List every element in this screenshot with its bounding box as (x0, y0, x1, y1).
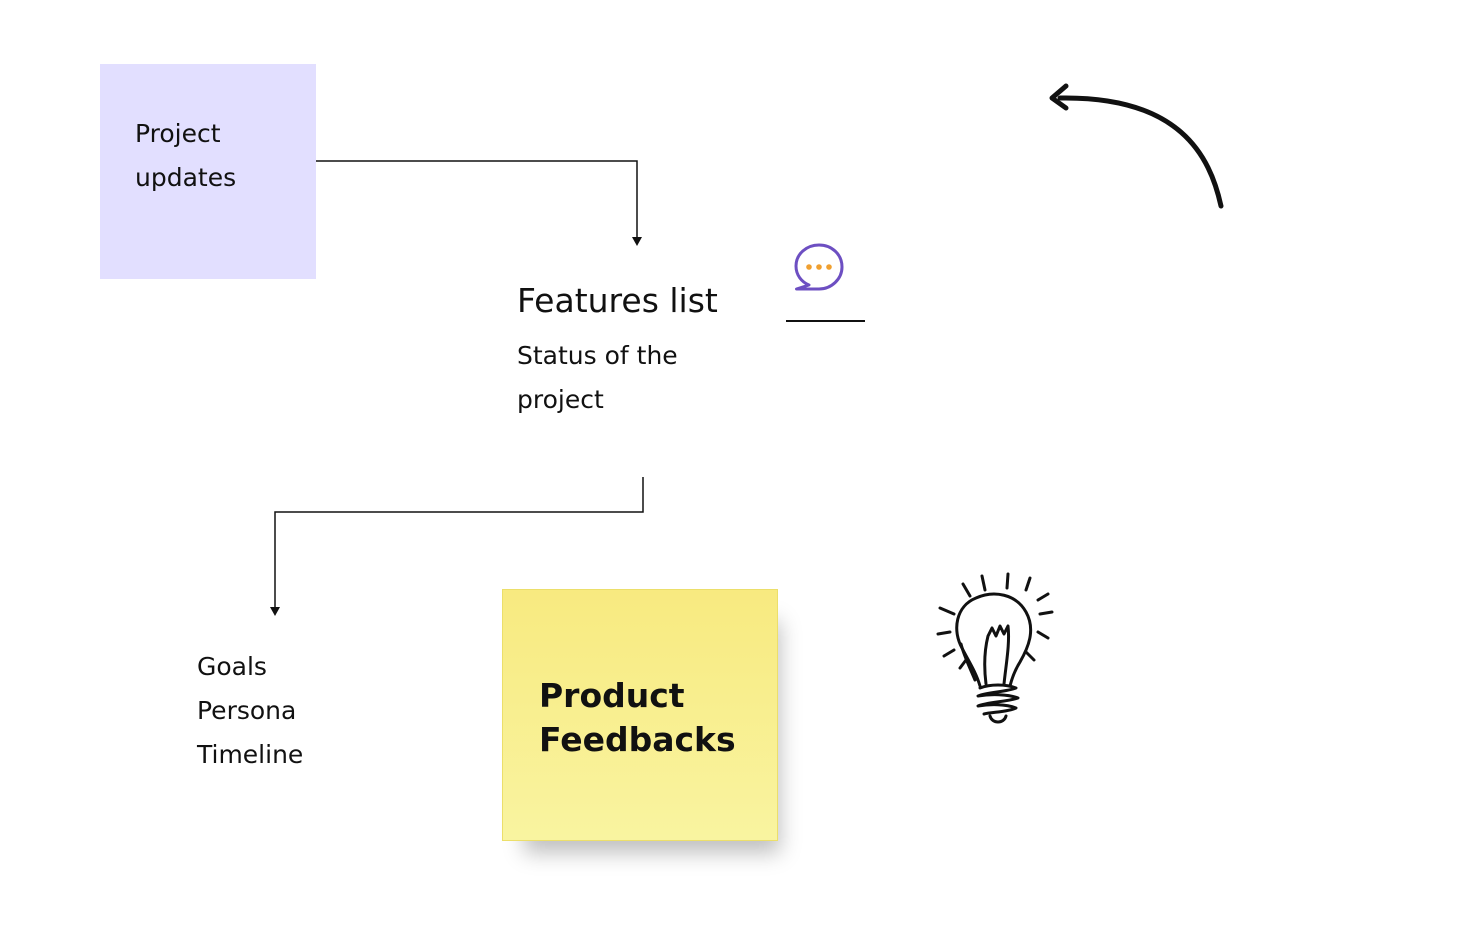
project-updates-card[interactable]: Project updates (100, 64, 316, 279)
comment-bubble-icon[interactable] (793, 242, 845, 294)
goals-list[interactable]: Goals Persona Timeline (197, 645, 303, 777)
list-item-timeline: Timeline (197, 740, 304, 769)
features-description: Status of the project (517, 341, 678, 414)
list-item-goals: Goals (197, 652, 267, 681)
sticky-note-text: Product Feedbacks (539, 676, 736, 759)
features-title: Features list (517, 281, 718, 320)
connector-arrowhead-features (632, 237, 642, 246)
comment-underline (786, 320, 865, 322)
connector-features-to-goals[interactable] (274, 477, 644, 608)
connector-updates-to-features[interactable] (316, 160, 638, 238)
lightbulb-icon[interactable] (930, 568, 1060, 733)
connector-arrowhead-goals (270, 607, 280, 616)
product-feedbacks-sticky-note[interactable]: Product Feedbacks (502, 589, 778, 841)
list-item-persona: Persona (197, 696, 297, 725)
features-text-block[interactable]: Features list Status of the project (517, 276, 777, 422)
project-updates-text: Project updates (135, 119, 237, 192)
curved-arrow-icon[interactable] (1040, 76, 1240, 216)
